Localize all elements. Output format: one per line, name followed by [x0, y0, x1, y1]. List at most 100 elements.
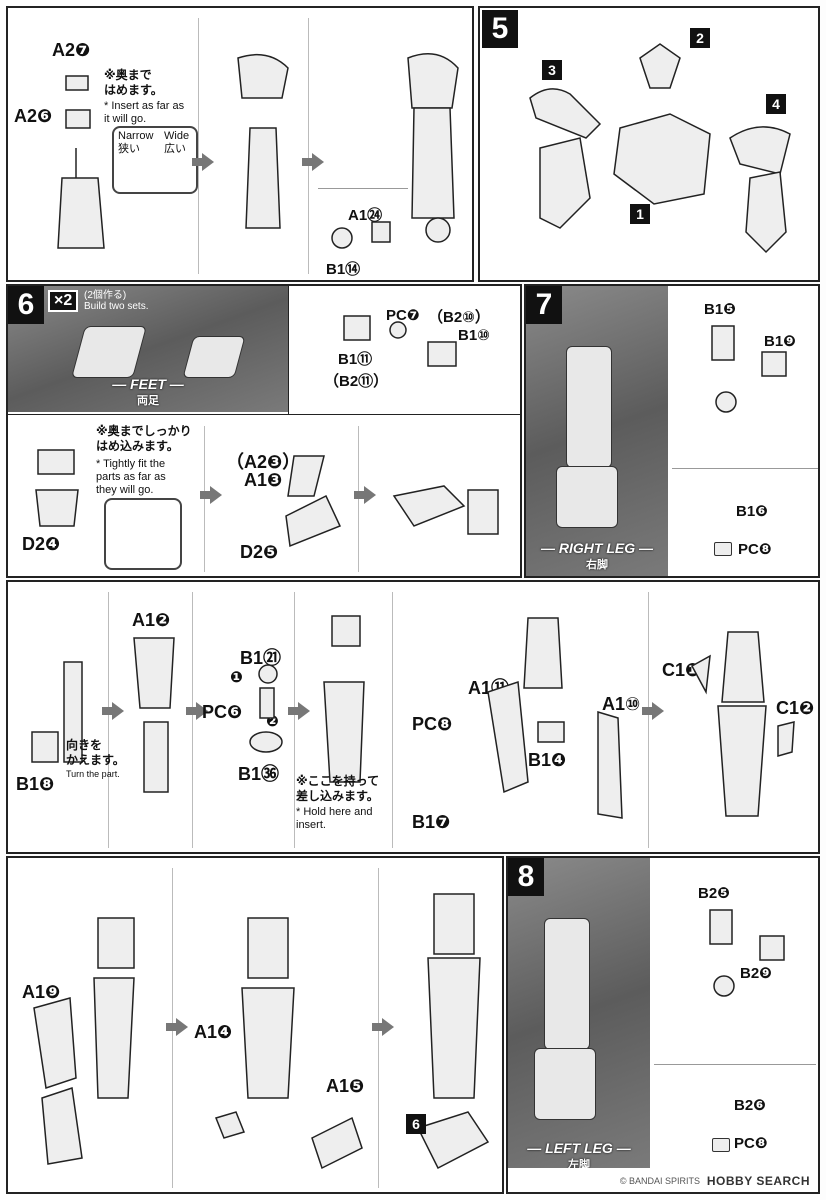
divider — [648, 592, 649, 848]
part-label-pc7: PC❼ — [386, 307, 420, 324]
divider — [358, 426, 359, 572]
knee-joint-illustration — [711, 325, 787, 413]
part-label-b1-8: B1❽ — [16, 774, 55, 794]
part-label-b1-9: B1❾ — [764, 333, 796, 350]
turn-note-en: Turn the part. — [66, 769, 120, 779]
left-leg-photo: — LEFT LEG —左脚 — [508, 858, 650, 1168]
part-label-a1-24: A1㉔ — [348, 207, 383, 224]
step8-panel: — LEFT LEG —左脚 8 B2❺ B2❾ B2❻ PC❽ © BANDA… — [506, 856, 820, 1194]
part-label-c1-1: C1❶ — [662, 660, 701, 680]
part-label-pc6: PC❻ — [202, 702, 243, 722]
completed-lower-leg-illustration — [690, 631, 795, 817]
part-label-a1-4: A1❹ — [194, 1022, 233, 1042]
leg-assembly-panel: 向きを かえます。 Turn the part. B1❽ A1❷ B1㉑ PC❻… — [6, 580, 820, 854]
part-label-b1-4: B1❹ — [528, 750, 567, 770]
leg-completion-panel: A1❾ A1❹ A1❺ 6 — [6, 856, 504, 1194]
right-leg-caption-jp: 右脚 — [586, 559, 608, 571]
flow-arrow — [372, 1018, 394, 1036]
right-leg-photo: — RIGHT LEG —右脚 — [526, 286, 668, 576]
completed-leg-illustration — [416, 893, 490, 1170]
part-number-3: 3 — [542, 60, 562, 80]
part-label-b1-14: B1⑭ — [326, 261, 361, 278]
lower-leg-frame-illustration — [31, 661, 83, 763]
divider — [672, 468, 818, 469]
foot-part-illustration — [35, 449, 79, 527]
wide-label: Wide 広い — [164, 130, 190, 155]
build-two-sets-note: (2個作る) Build two sets. — [84, 290, 149, 312]
divider — [288, 286, 289, 414]
step-circle-1: ❶ — [230, 669, 243, 686]
part-label-a1-3: A1❸ — [244, 470, 283, 490]
part-label-b1-11: B1⑪ — [338, 351, 373, 368]
part-label-b1-36: B1㊱ — [238, 764, 280, 784]
copyright-text: © BANDAI SPIRITS — [619, 1176, 700, 1186]
fit-detail-inset — [104, 498, 182, 570]
assembled-foot-illustration — [392, 485, 499, 535]
flow-arrow — [642, 702, 664, 720]
step4-continued-panel: A2❼ A2❻ ※奥まで はめます。 * Insert as far as it… — [6, 6, 474, 282]
shin-armor-illustration — [133, 637, 175, 793]
tight-fit-note-en: * Tightly fit the parts as far as they w… — [96, 458, 166, 496]
flow-arrow — [302, 153, 324, 171]
part-label-pc8-row3: PC❽ — [412, 714, 453, 734]
shin-frame-illustration — [323, 615, 365, 783]
flow-arrow — [166, 1018, 188, 1036]
flow-arrow — [354, 486, 376, 504]
feet-caption-jp: 両足 — [137, 395, 159, 407]
part-label-d2-5: D2❺ — [240, 542, 279, 562]
upper-leg-illustration — [237, 53, 289, 229]
part-number-4: 4 — [766, 94, 786, 114]
foot-armor-illustration — [285, 455, 342, 548]
part-label-b1-6: B1❻ — [736, 503, 768, 520]
part-label-c1-2: C1❷ — [776, 698, 815, 718]
assembled-leg-illustration — [407, 53, 459, 219]
part-label-a2-7: A2❼ — [52, 40, 91, 60]
pc-part-icon — [712, 1138, 730, 1152]
flow-arrow — [200, 486, 222, 504]
foot-joint-illustration — [343, 315, 457, 367]
step5-panel: 5 1 2 3 4 — [478, 6, 820, 282]
flow-arrow — [102, 702, 124, 720]
leg-part-illustration — [57, 75, 105, 249]
divider — [392, 592, 393, 848]
part-label-b2-11: （B2⑪） — [324, 373, 389, 390]
step-number: 6 — [8, 286, 44, 324]
turn-note-jp: 向きを かえます。 — [66, 738, 125, 767]
divider — [308, 18, 309, 274]
feet-caption: — FEET — — [112, 376, 184, 392]
part-label-pc8-step8: PC❽ — [734, 1135, 768, 1152]
part-label-a1-10: A1⑩ — [602, 694, 641, 714]
step6-panel: — FEET — 両足 6 ×2 (2個作る) Build two sets. P… — [6, 284, 522, 578]
pc-part-icon — [714, 542, 732, 556]
divider — [294, 592, 295, 848]
divider — [192, 592, 193, 848]
part-label-b1-21: B1㉑ — [240, 648, 282, 668]
thigh-armor-illustration — [33, 917, 135, 1165]
part-label-pc8: PC❽ — [738, 541, 772, 558]
knee-joint-illustration — [709, 909, 785, 997]
ankle-joint-illustration — [249, 664, 283, 753]
step-number: 8 — [508, 858, 544, 896]
part-number-1: 1 — [630, 204, 650, 224]
part-label-b2-10: （B2⑩） — [428, 309, 490, 326]
part-label-b2-9: B2❾ — [740, 965, 772, 982]
divider — [654, 1064, 816, 1065]
left-leg-caption-jp: 左脚 — [568, 1159, 590, 1168]
part-label-b1-10: B1⑩ — [458, 327, 490, 344]
hold-note-jp: ※ここを持って 差し込みます。 — [296, 774, 380, 803]
step-number: 5 — [482, 10, 518, 48]
flow-arrow — [192, 153, 214, 171]
narrow-label: Narrow 狭い — [118, 130, 154, 155]
step6-reference-badge: 6 — [406, 1114, 426, 1134]
part-label-b1-7: B1❼ — [412, 812, 451, 832]
part-label-a1-2: A1❷ — [132, 610, 171, 630]
divider — [108, 592, 109, 848]
part-number-2: 2 — [690, 28, 710, 48]
torso-assembly-illustration — [529, 43, 791, 254]
part-label-b1-5: B1❺ — [704, 301, 736, 318]
part-label-b2-5: B2❺ — [698, 885, 730, 902]
divider — [8, 414, 520, 415]
build-two-sets-badge: ×2 — [48, 290, 79, 312]
part-label-a1-9: A1❾ — [22, 982, 61, 1002]
